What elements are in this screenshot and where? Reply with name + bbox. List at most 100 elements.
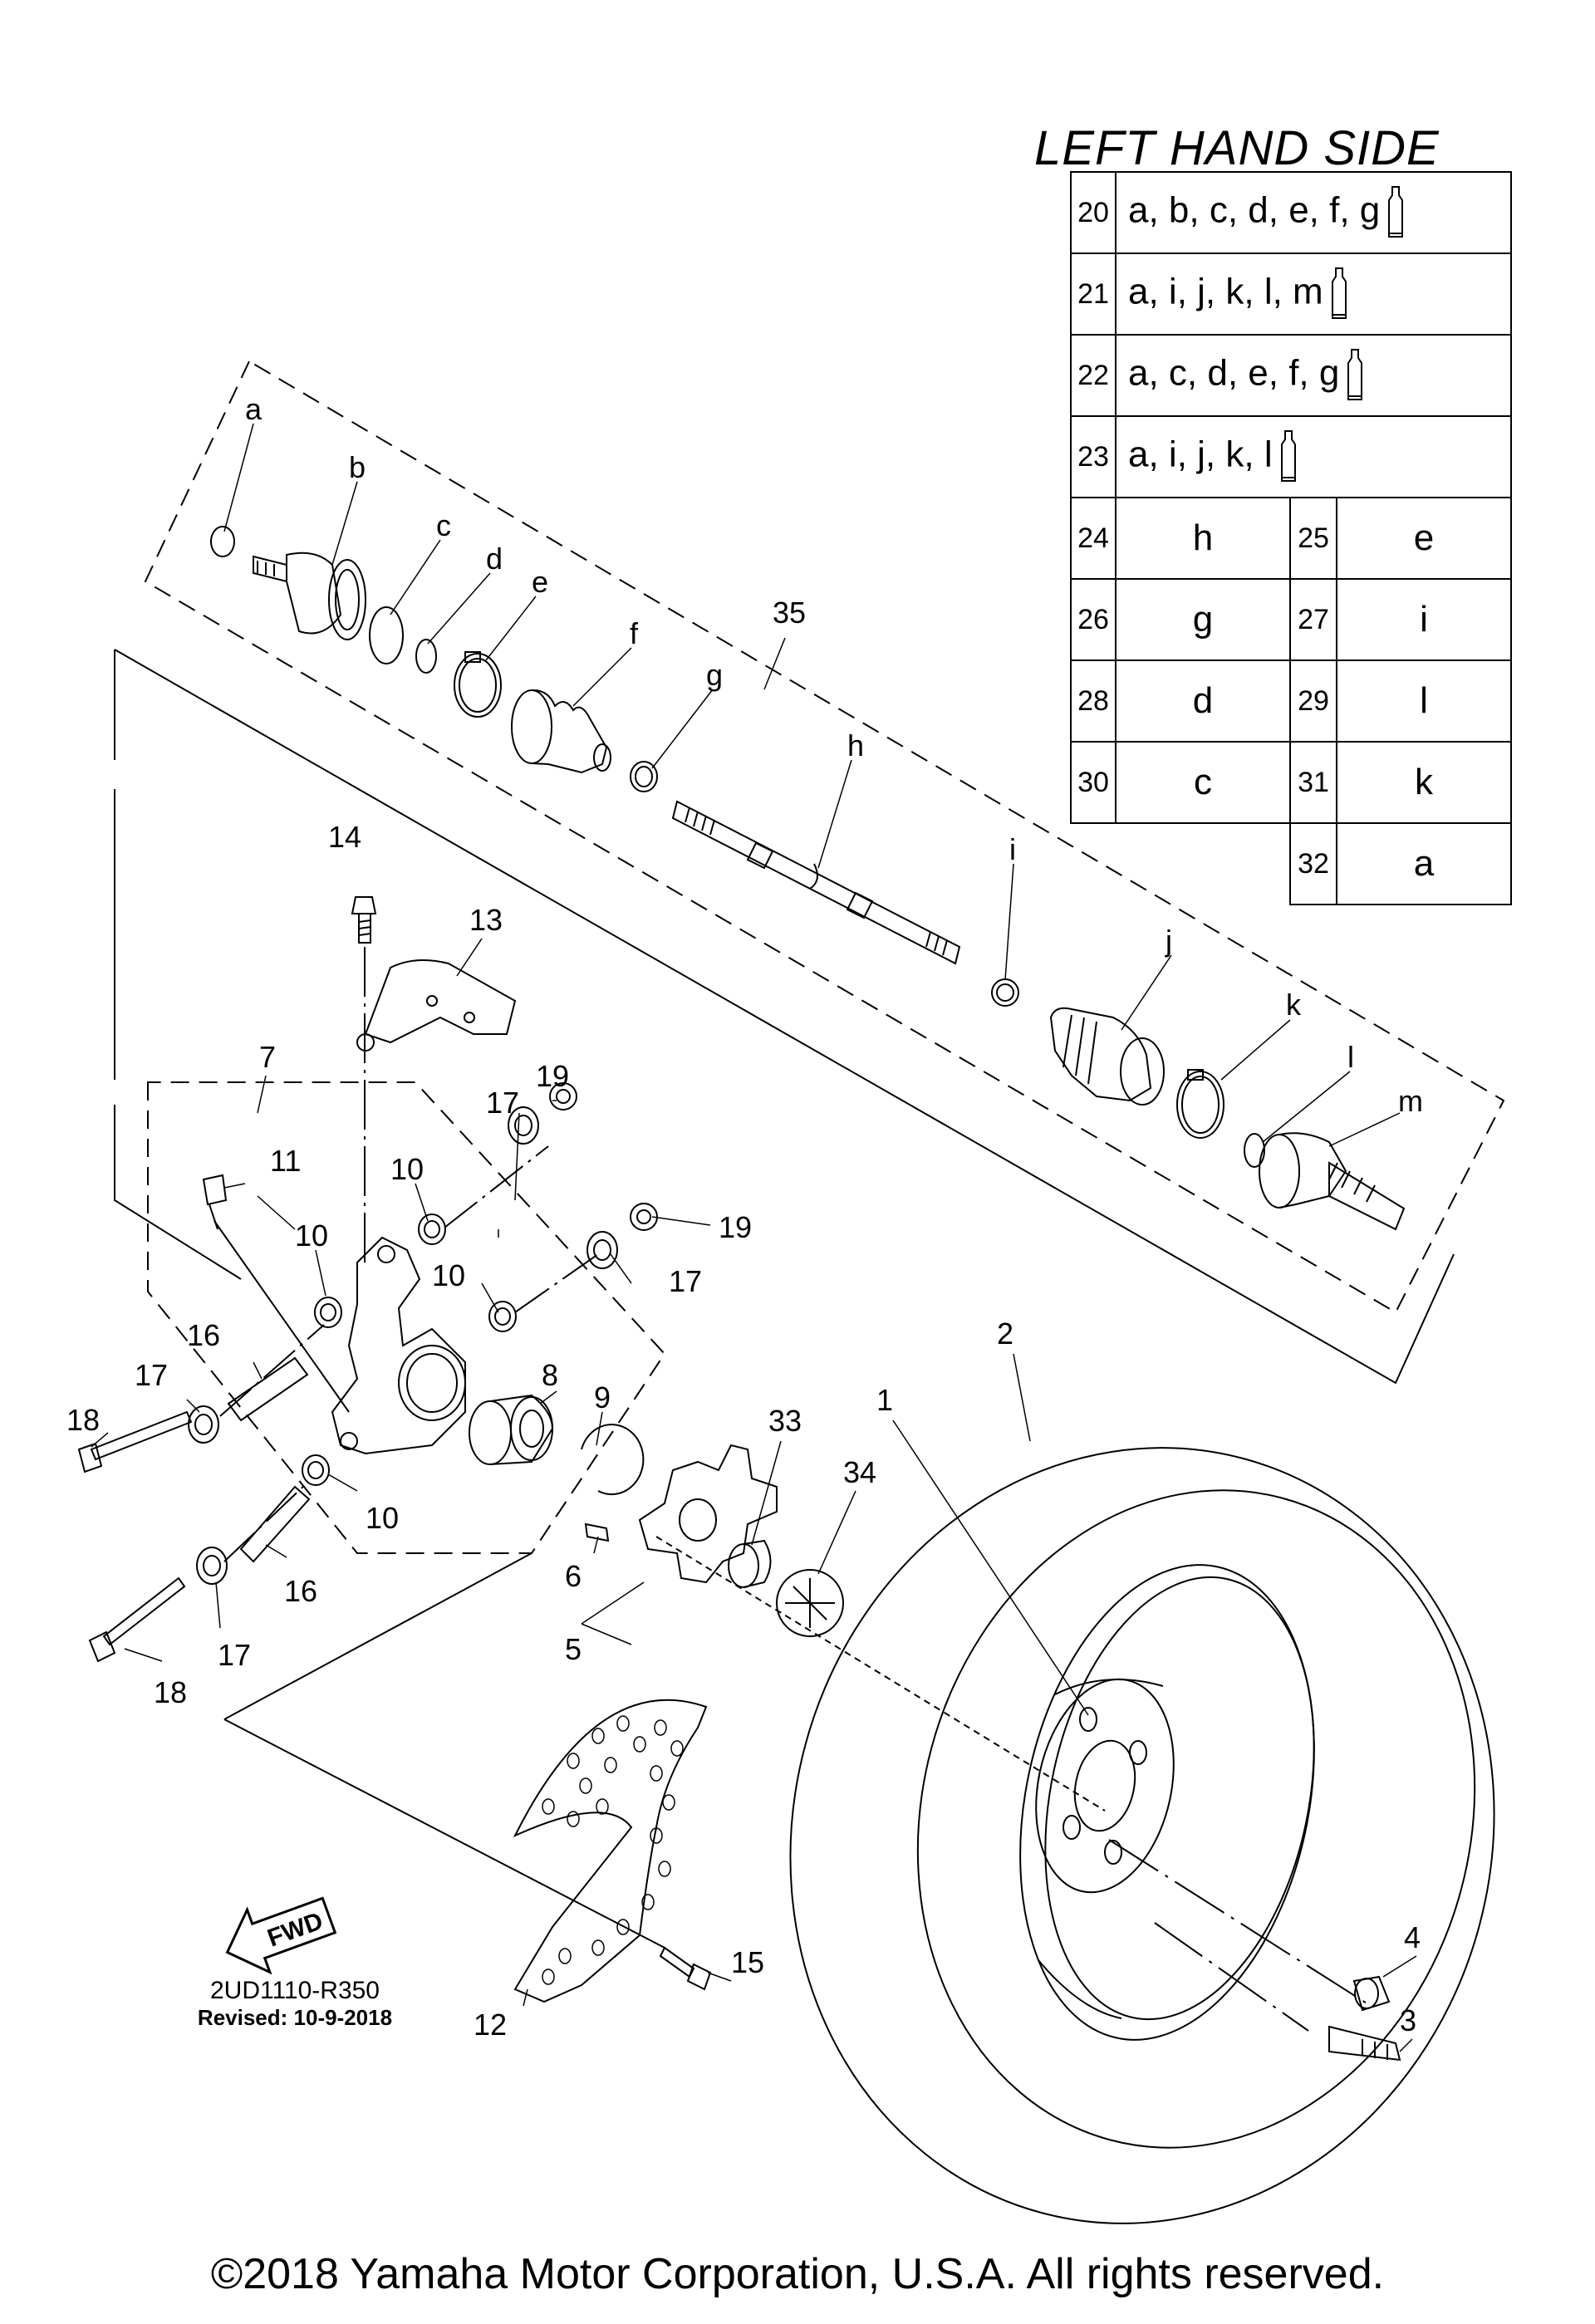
nut-33 [728, 1539, 772, 1588]
callout-k: k [1286, 988, 1302, 1022]
legend-ref-num: 26 [1070, 578, 1116, 661]
bolt-15 [659, 1946, 712, 1991]
callout-34: 34 [843, 1455, 876, 1489]
legend-ref-num: 25 [1288, 497, 1338, 580]
callout-8: 8 [542, 1358, 558, 1392]
legend-row: 23 a, i, j, k, l [1070, 415, 1512, 498]
cap-34 [776, 1569, 844, 1637]
legend-ref-num: 20 [1070, 171, 1116, 254]
callout-18a: 18 [66, 1403, 100, 1437]
callout-35: 35 [773, 596, 806, 630]
guard-13 [356, 959, 517, 1052]
legend-part: g [1115, 578, 1291, 661]
callout-h: h [847, 728, 864, 762]
legend-parts-text: a, c, d, e, f, g [1128, 352, 1340, 394]
drive-shaft-h [671, 800, 961, 965]
legend-empty-cell [1116, 823, 1290, 905]
bushing-10 [302, 1213, 517, 1486]
legend-ref-num: 27 [1288, 578, 1338, 661]
legend-part: c [1115, 741, 1291, 824]
legend-part: k [1336, 741, 1512, 824]
cv-joint-outer-b [253, 552, 366, 640]
boot-clamp-k [1176, 1069, 1224, 1139]
legend-parts-text: a, b, c, d, e, f, g [1128, 189, 1381, 231]
callout-17c: 17 [135, 1358, 168, 1392]
nut-19 [549, 1082, 658, 1231]
callout-2: 2 [997, 1316, 1013, 1351]
legend-part: l [1336, 659, 1512, 743]
legend-part: h [1115, 497, 1291, 580]
legend-part: a [1336, 822, 1512, 905]
circlip-a [210, 526, 235, 557]
legend-parts-text: a, i, j, k, l, m [1128, 271, 1323, 312]
legend-table: 20 a, b, c, d, e, f, g 21 a, i, j, k, l, m 2… [1070, 171, 1512, 905]
callout-leader-lines [91, 423, 1417, 2052]
bolt-14 [351, 896, 377, 944]
legend-parts: a, c, d, e, f, g [1115, 334, 1512, 417]
valve-3 [1328, 2025, 1401, 2062]
callout-c: c [436, 508, 451, 542]
copyright: ©2018 Yamaha Motor Corporation, U.S.A. A… [210, 2250, 1385, 2298]
callout-17b: 17 [669, 1264, 702, 1298]
grease-tube-icon [1331, 267, 1347, 319]
legend-ref-num: 30 [1070, 741, 1116, 824]
diagram-code: 2UD1110-R350 [209, 1977, 380, 2004]
legend-ref-num: 29 [1288, 659, 1338, 743]
callout-17a: 17 [486, 1086, 519, 1120]
legend-ref-num: 23 [1070, 415, 1116, 498]
callout-d: d [486, 542, 503, 576]
callout-i: i [1009, 832, 1016, 866]
sleeve-16 [227, 1356, 311, 1563]
callout-6: 6 [565, 1559, 582, 1593]
legend-parts-text: a, i, j, k, l [1128, 434, 1273, 475]
callout-11: 11 [270, 1144, 301, 1178]
callout-f: f [630, 616, 639, 650]
grease-tube-icon [1280, 430, 1296, 482]
stud-6 [584, 1522, 610, 1542]
brake-disc-12 [513, 1699, 708, 2003]
diagram-code-block: 2UD1110-R350 Revised: 10-9-2018 [174, 1977, 415, 2031]
legend-ref-num: 32 [1288, 822, 1338, 905]
grease-tube-icon [1347, 349, 1363, 400]
legend-parts: a, i, j, k, l [1115, 415, 1512, 498]
boot-clamp-i [991, 978, 1019, 1007]
circlip-l [1244, 1133, 1265, 1168]
hub-5 [638, 1444, 778, 1584]
callout-1: 1 [876, 1383, 893, 1417]
driveshaft-group-outline [144, 360, 1505, 1314]
tire-2 [789, 1447, 1495, 2224]
callout-19a: 19 [536, 1059, 569, 1093]
snap-ring-9 [581, 1424, 645, 1496]
boot-clamp-g [630, 761, 658, 792]
legend-parts: a, b, c, d, e, f, g [1115, 171, 1512, 254]
legend-part: d [1115, 659, 1291, 743]
cv-boot-f [511, 689, 611, 774]
legend-row: 20 a, b, c, d, e, f, g [1070, 171, 1512, 254]
callout-10a: 10 [390, 1152, 424, 1186]
legend-ref-num: 21 [1070, 253, 1116, 336]
callout-13: 13 [469, 903, 503, 937]
callout-3: 3 [1400, 2003, 1416, 2037]
callout-m: m [1398, 1084, 1423, 1118]
legend-ref-num: 31 [1288, 741, 1338, 824]
callout-labels: a b c d e f g h i j k l m 35 14 13 7 19 … [66, 392, 1423, 2042]
bushing-17 [188, 1106, 618, 1585]
callout-16a: 16 [187, 1318, 220, 1352]
callout-10b: 10 [295, 1218, 328, 1253]
ring-d [415, 639, 437, 674]
cv-joint-inner-m [1259, 1132, 1406, 1231]
cv-boot-j [1049, 1007, 1165, 1106]
callout-5: 5 [565, 1632, 582, 1666]
callout-10c: 10 [432, 1258, 465, 1292]
legend-part: i [1336, 578, 1512, 661]
callout-16b: 16 [284, 1574, 317, 1608]
callout-l: l [1347, 1040, 1354, 1074]
legend-parts: a, i, j, k, l, m [1115, 253, 1512, 336]
side-title: LEFT HAND SIDE [1034, 121, 1440, 175]
callout-e: e [532, 565, 548, 599]
callout-4: 4 [1404, 1920, 1421, 1954]
